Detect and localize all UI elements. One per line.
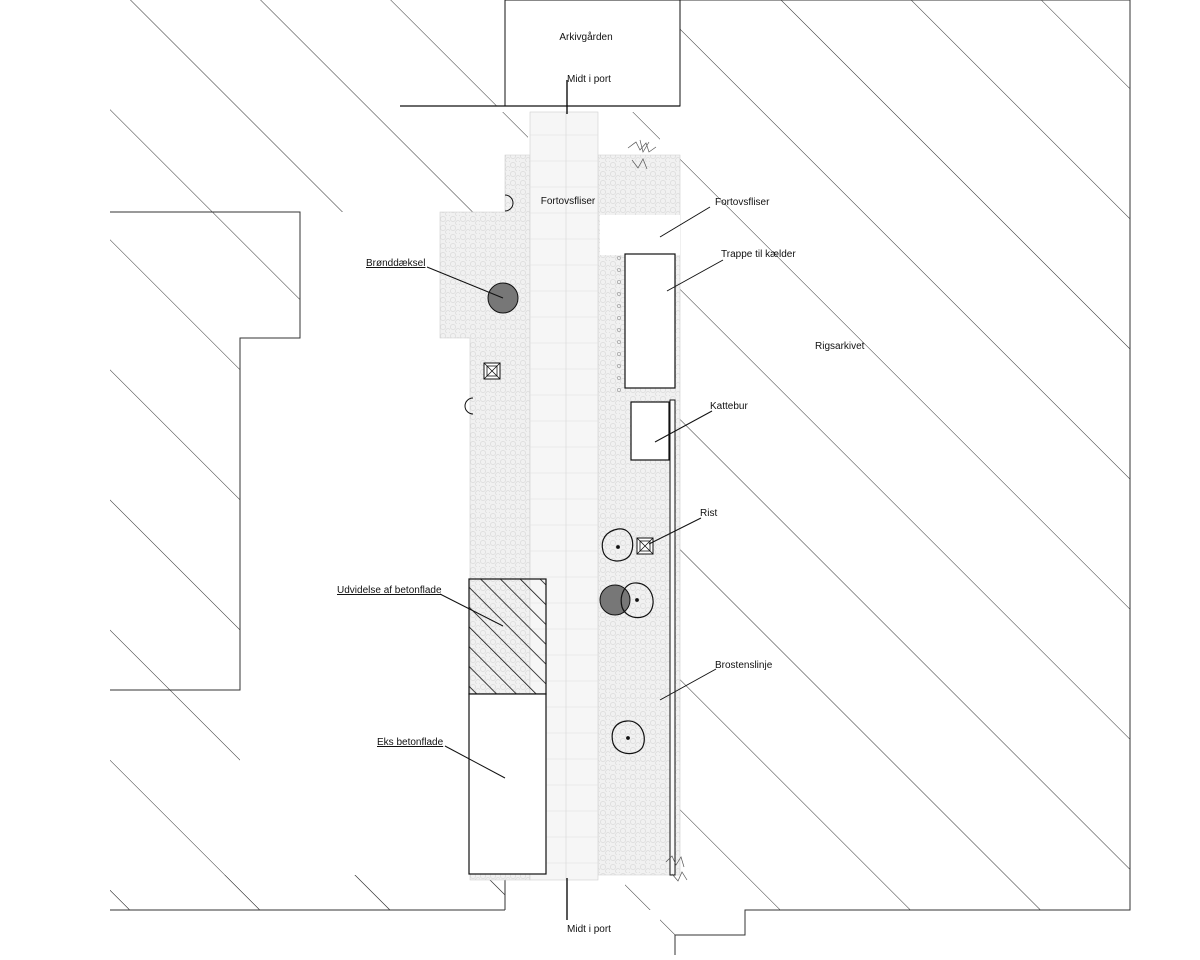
stair-to-basement: [617, 253, 676, 392]
door-swing-icon: [504, 194, 514, 212]
vegetation-icon: [627, 139, 688, 882]
cat-cage: [630, 401, 670, 461]
label-brostenslinje: Brostenslinje: [715, 660, 773, 671]
label-arkivgaarden: Arkivgården: [559, 31, 612, 43]
label-rist: Rist: [700, 508, 717, 519]
label-fortovsfliser-right: Fortovsfliser: [715, 197, 770, 208]
door-swing-icon: [464, 397, 474, 415]
label-kattebur: Kattebur: [710, 401, 748, 412]
grate-icon: [636, 537, 654, 555]
arkivgaarden-block: [400, 0, 681, 107]
grate-icon: [483, 362, 501, 380]
leader-lines: [426, 206, 724, 779]
label-udvidelse: Udvidelse af betonflade: [337, 585, 442, 596]
concrete-extension: [468, 578, 547, 695]
right-building-rigsarkivet: [600, 0, 1131, 955]
existing-concrete: [468, 693, 547, 875]
label-midt-i-port-top: Midt i port: [567, 74, 611, 85]
label-bronddaeksel: Brønddæksel: [366, 258, 425, 269]
label-fortovsfliser-center: Fortovsfliser: [541, 196, 596, 207]
shrub-icon: [611, 720, 645, 755]
left-building: [110, 0, 528, 911]
shrub-icon: [620, 582, 654, 619]
shrub-icon: [601, 528, 634, 562]
label-rigsarkivet: Rigsarkivet: [815, 341, 865, 352]
label-eks-betonflade: Eks betonflade: [377, 737, 444, 748]
label-midt-i-port-bottom: Midt i port: [567, 924, 611, 935]
manhole-cover-icon: [599, 584, 631, 616]
label-trappe: Trappe til kælder: [721, 249, 796, 260]
